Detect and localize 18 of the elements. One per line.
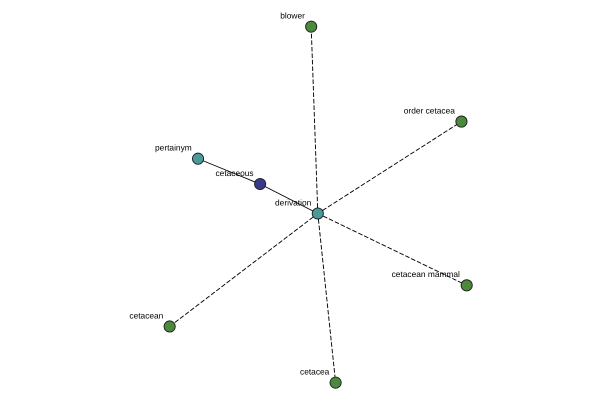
node-circle: [460, 279, 472, 292]
node-circle: [254, 178, 266, 190]
node-label: order cetacea: [403, 105, 454, 116]
node-circle: [304, 20, 317, 33]
node-circle: [311, 207, 324, 220]
node-circle: [454, 116, 467, 128]
node-circle: [329, 376, 342, 389]
node-circle: [163, 320, 176, 333]
connector: [322, 216, 462, 284]
connector: [173, 216, 314, 324]
node-label: pertainym: [154, 142, 192, 153]
node-label: cetacean: [128, 310, 163, 320]
connector: [322, 124, 456, 211]
connector: [317, 218, 335, 378]
node-label: blower: [280, 10, 304, 20]
node-circle: [191, 152, 204, 165]
connector: [310, 32, 318, 208]
node-label: cetacea: [300, 366, 329, 376]
